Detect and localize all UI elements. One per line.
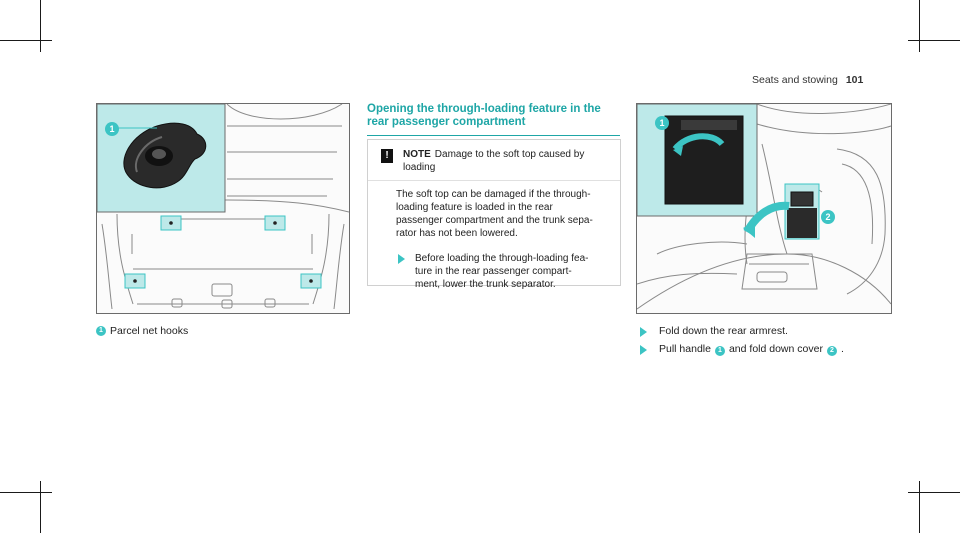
note-body: The soft top can be damaged if the throu…: [368, 181, 620, 240]
note-step-line: Before loading the through-loading fea-: [415, 253, 589, 264]
note-body-line: rator has not been lowered.: [396, 228, 518, 239]
section-title: Opening the through-loading feature in t…: [367, 103, 620, 136]
step-2-middle: and fold down cover: [728, 343, 823, 355]
note-label: NOTE: [403, 149, 431, 160]
hook-detail: [123, 122, 207, 189]
crop-mark: [919, 0, 920, 52]
caption-number-badge: 1: [96, 326, 106, 336]
running-header: Seats and stowing 101: [752, 74, 878, 86]
trunk-drawing: [97, 104, 349, 310]
note-head-line-1: Damage to the soft top caused by: [434, 149, 585, 160]
crop-mark: [40, 0, 41, 52]
crop-mark: [0, 40, 52, 41]
handle-number-badge: 1: [714, 346, 725, 356]
callout-1-badge: 1: [655, 116, 669, 130]
note-body-line: loading feature is loaded in the rear: [396, 202, 553, 213]
step-1-text: Fold down the rear armrest.: [659, 325, 788, 337]
crop-mark: [0, 492, 52, 493]
crop-mark: [40, 481, 41, 533]
warning-icon: !: [381, 149, 393, 163]
note-head-line-2: loading: [403, 162, 436, 173]
rear-seat-illustration: 1 2: [636, 103, 892, 314]
header-section: Seats and stowing: [752, 74, 838, 86]
step-2-suffix: .: [840, 343, 844, 355]
crop-mark: [908, 492, 960, 493]
step-arrow-icon: [398, 254, 405, 264]
page-number: 101: [845, 74, 864, 86]
callout-1-badge: 1: [105, 122, 119, 136]
trunk-illustration: 1: [96, 103, 350, 314]
cover-number-badge: 2: [826, 346, 837, 356]
note-step-line: ture in the rear passenger compart-: [415, 266, 572, 277]
section-title-line-1: Opening the through-loading feature in t…: [367, 103, 601, 115]
note-body-line: The soft top can be damaged if the throu…: [396, 189, 591, 200]
rear-seat-drawing: [637, 104, 891, 310]
instruction-step-1: Fold down the rear armrest.: [640, 325, 788, 338]
section-title-line-2: rear passenger compartment: [367, 116, 526, 128]
step-2-prefix: Pull handle: [659, 343, 711, 355]
caption-text: Parcel net hooks: [110, 325, 189, 337]
crop-mark: [919, 481, 920, 533]
step-arrow-icon: [640, 327, 647, 337]
note-body-line: passenger compartment and the trunk sepa…: [396, 215, 593, 226]
crop-mark: [908, 40, 960, 41]
step-arrow-icon: [640, 345, 647, 355]
callout-2-badge: 2: [821, 210, 835, 224]
note-step: Before loading the through-loading fea- …: [368, 240, 620, 291]
figure-caption: 1 Parcel net hooks: [96, 325, 188, 337]
note-step-line: ment, lower the trunk separator.: [415, 279, 556, 290]
